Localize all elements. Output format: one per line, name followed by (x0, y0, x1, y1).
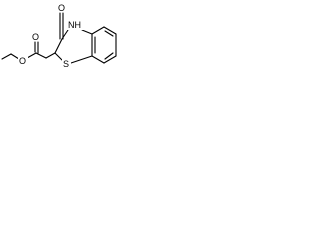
atom-o-ester-carbonyl: O (32, 32, 39, 42)
bond-c2-c3 (54, 38, 63, 54)
bond-benz-c8-c8a (91, 55, 105, 64)
bond-ethyl-ch3-ch2 (1, 53, 12, 60)
atom-s-ring: S (63, 59, 69, 69)
bond-n4-c4a (81, 29, 93, 35)
atom-labels: O O O NH S (18, 2, 84, 69)
molecule-drawing: O O O NH S (1, 2, 117, 69)
bond-benz-c5-c6 (103, 26, 117, 35)
bond-s1-c8a (70, 55, 93, 64)
bond-benz-inner-2 (104, 52, 114, 60)
atom-o-ester-ether: O (19, 56, 26, 66)
atom-n-amide: NH (68, 20, 81, 30)
bond-ester-o-carbonyl-c (26, 52, 37, 59)
bond-benz-inner-1 (104, 30, 114, 37)
bond-carbonyl-c-ch2 (35, 52, 47, 59)
bonds (1, 12, 117, 64)
bond-ch2-ring-c2 (45, 52, 56, 59)
atom-o-ring-carbonyl: O (58, 3, 65, 13)
bond-benz-c7-c8 (103, 55, 117, 64)
structure-diagram: O O O NH S (0, 0, 141, 79)
bond-benz-c4a-c5 (91, 26, 105, 35)
bond-ethyl-ch2-o (10, 53, 20, 60)
bond-c2-s1 (54, 52, 63, 61)
